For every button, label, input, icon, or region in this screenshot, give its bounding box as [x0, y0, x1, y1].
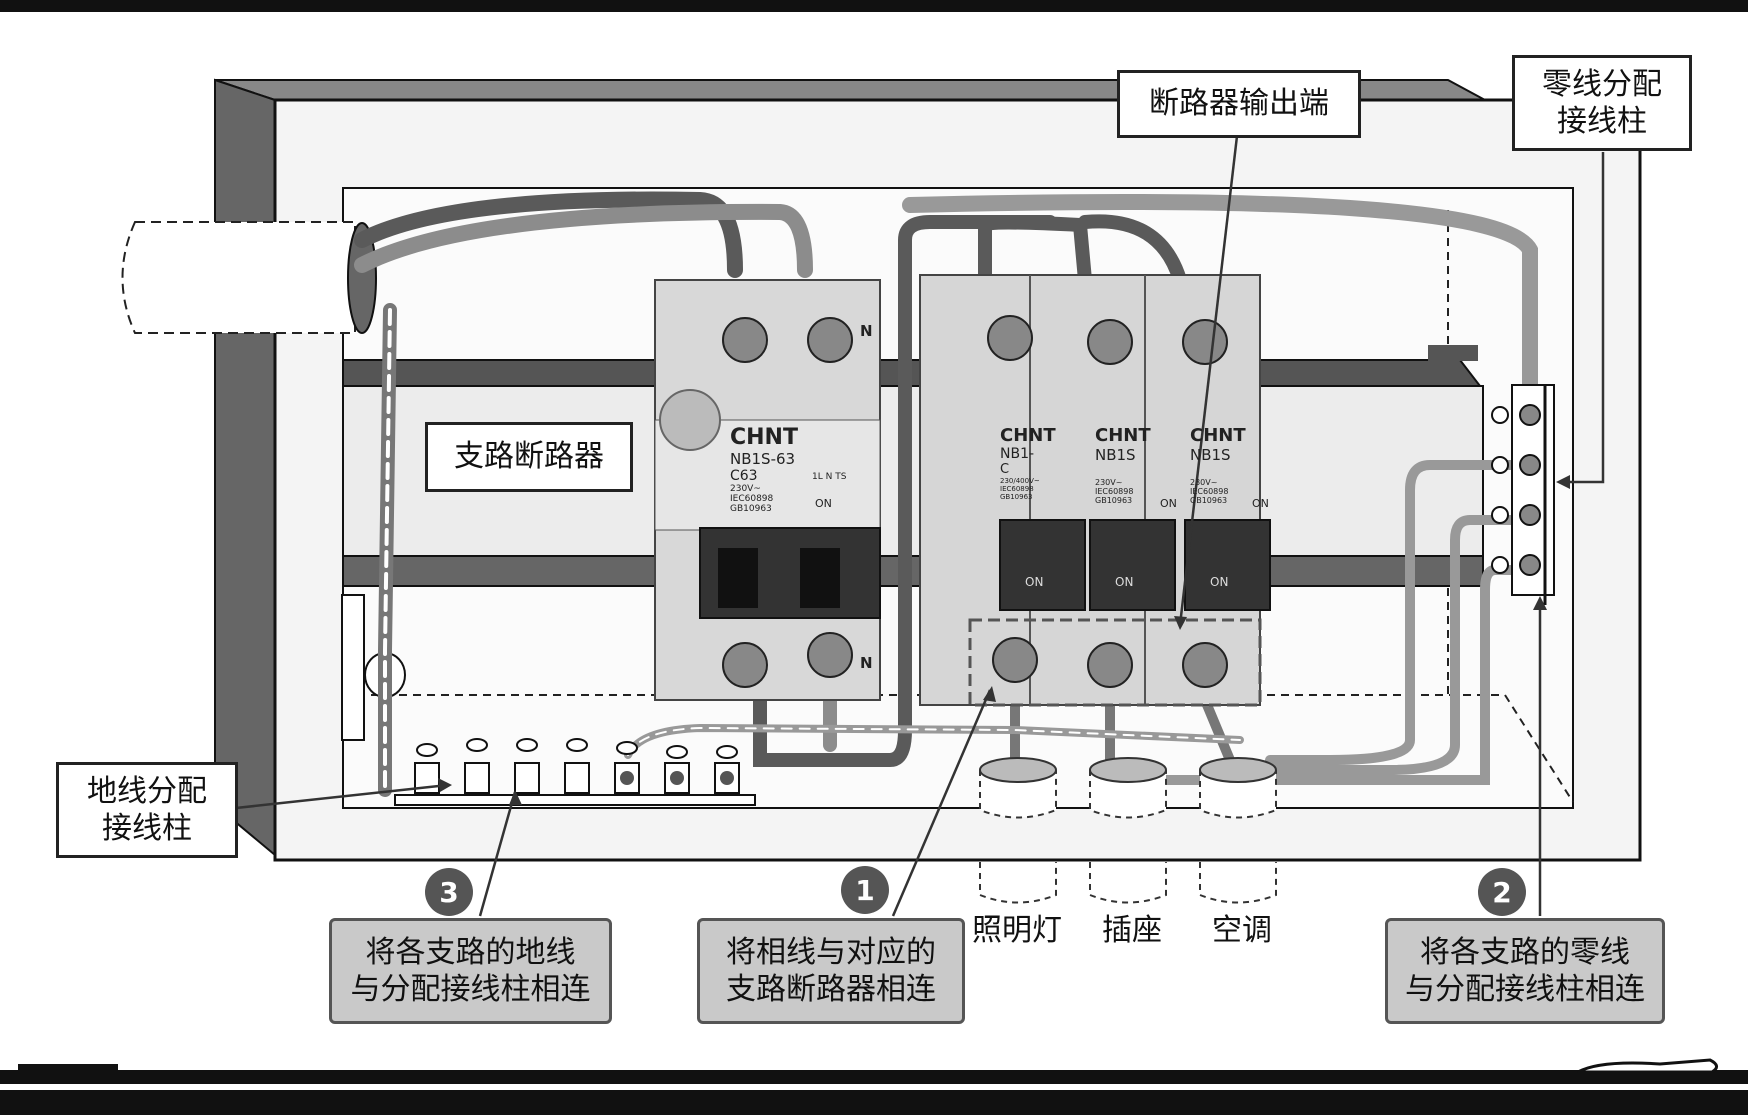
step-2-line-1: 将各支路的零线	[1405, 934, 1645, 972]
breaker-3-brand: CHNT	[1095, 425, 1180, 446]
step-3-badge: 3	[425, 868, 473, 916]
step-2-box: 将各支路的零线 与分配接线柱相连	[1385, 918, 1665, 1024]
toggle-2-on: ON	[1025, 575, 1043, 589]
breaker-2-model: NB1-	[1000, 446, 1085, 462]
neutral-terminal-label: 零线分配 接线柱	[1512, 55, 1692, 151]
breaker-4-label: CHNT NB1S 230V~ IEC60898 GB10963	[1190, 425, 1275, 505]
toggle-4-on: ON	[1210, 575, 1228, 589]
step-3-line-1: 将各支路的地线	[351, 934, 591, 972]
breaker-3-model: NB1S	[1095, 446, 1180, 464]
breaker-1-rating: C63	[730, 468, 880, 484]
step-1-line-2: 支路断路器相连	[726, 971, 936, 1009]
breaker-1-pole-top: N	[860, 322, 873, 340]
branch-breaker-label: 支路断路器	[425, 422, 633, 492]
breaker-3-label: CHNT NB1S 230V~ IEC60898 GB10963	[1095, 425, 1180, 505]
breaker-1-on: ON	[815, 497, 832, 510]
ground-terminal-line-1: 地线分配	[87, 773, 207, 811]
step-3-line-2: 与分配接线柱相连	[351, 971, 591, 1009]
aircon-label: 空调	[1212, 905, 1272, 949]
ground-terminal-label: 地线分配 接线柱	[56, 762, 238, 858]
breaker-1-brand: CHNT	[730, 425, 880, 450]
breaker-1-mark: 1L N TS	[812, 472, 846, 482]
cable-entry	[123, 222, 377, 333]
breaker-2-label: CHNT NB1- C 230/400V~ IEC60898 GB10963	[1000, 425, 1085, 501]
step-2-badge: 2	[1478, 868, 1526, 916]
neutral-terminal-line-2: 接线柱	[1542, 103, 1662, 141]
breaker-3-spec1: 230V~	[1095, 478, 1180, 487]
step-2-line-2: 与分配接线柱相连	[1405, 971, 1645, 1009]
step-1-badge: 1	[841, 866, 889, 914]
breaker-4-spec1: 230V~	[1190, 478, 1275, 487]
breaker-3-spec2: IEC60898	[1095, 487, 1180, 496]
breaker-4-on: ON	[1252, 497, 1269, 510]
breaker-2-brand: CHNT	[1000, 425, 1085, 446]
step-3-box: 将各支路的地线 与分配接线柱相连	[329, 918, 612, 1024]
breaker-1-pole-bottom: N	[860, 654, 873, 672]
breaker-2-rating: C	[1000, 462, 1085, 477]
breaker-1-label: CHNT NB1S-63 C63 230V~ IEC60898 GB10963	[730, 425, 880, 514]
breaker-2-spec1: 230/400V~	[1000, 477, 1085, 485]
bottom-bar	[0, 1090, 1748, 1115]
step-1-line-1: 将相线与对应的	[726, 934, 936, 972]
pencil-mark	[1578, 1060, 1717, 1072]
breaker-4-model: NB1S	[1190, 446, 1275, 464]
toggle-3-on: ON	[1115, 575, 1133, 589]
top-rule	[0, 0, 1748, 12]
lighting-label: 照明灯	[972, 905, 1062, 949]
breaker-3-on: ON	[1160, 497, 1177, 510]
breaker-1-spec1: 230V~	[730, 484, 880, 494]
bottom-rule	[0, 1070, 1748, 1084]
breaker-4-spec2: IEC60898	[1190, 487, 1275, 496]
breaker-4-brand: CHNT	[1190, 425, 1275, 446]
breaker-1-model: NB1S-63	[730, 450, 880, 468]
step-1-box: 将相线与对应的 支路断路器相连	[697, 918, 965, 1024]
breaker-2-spec3: GB10963	[1000, 493, 1085, 501]
breaker-1-spec3: GB10963	[730, 504, 880, 514]
socket-label: 插座	[1102, 905, 1162, 949]
breaker-output-label: 断路器输出端	[1117, 70, 1361, 138]
neutral-terminal-line-1: 零线分配	[1542, 66, 1662, 104]
ground-terminal-line-2: 接线柱	[87, 810, 207, 848]
breaker-1-spec2: IEC60898	[730, 494, 880, 504]
breaker-2-spec2: IEC60898	[1000, 485, 1085, 493]
